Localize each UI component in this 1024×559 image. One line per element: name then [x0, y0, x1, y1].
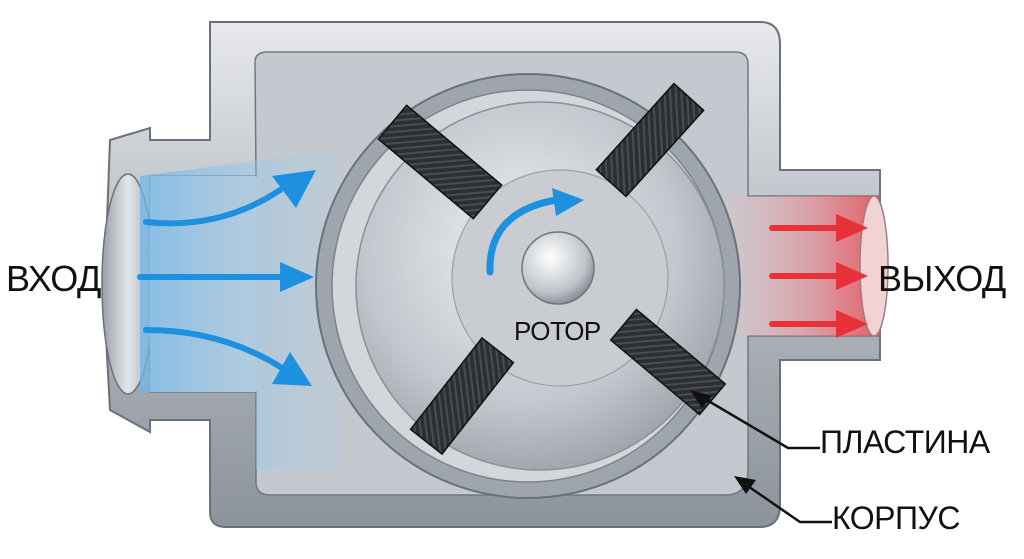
rotation-arrow-icon [486, 196, 560, 276]
vane-label: ПЛАСТИНА [820, 424, 990, 460]
vane-bottom-right [609, 308, 727, 416]
inlet-label: ВХОД [6, 258, 101, 299]
inlet-arrow-top-icon [143, 187, 283, 227]
outlet-flow-arrows [769, 214, 868, 338]
housing-leader-line [741, 480, 832, 524]
inlet-arrowhead-top-icon [272, 170, 316, 208]
inlet-arrowhead-bottom-icon [272, 352, 312, 386]
vanes [377, 82, 727, 456]
rotor-hub [521, 231, 595, 305]
rotor-label: РОТОР [514, 316, 601, 346]
vane-bottom-left [409, 336, 515, 456]
vane-top-right [595, 82, 705, 198]
outlet-arrowhead-bottom-icon [836, 310, 868, 338]
vane-top-left [377, 104, 503, 220]
vane-pointer-icon [690, 390, 712, 408]
rotation-arrowhead-icon [552, 188, 584, 216]
leader-lines [690, 390, 832, 524]
vane-leader-line [699, 394, 820, 450]
outlet-arrowhead-middle-icon [836, 262, 868, 290]
inlet-arrow-bottom-icon [143, 327, 285, 371]
outlet-label: ВЫХОД [878, 258, 1006, 299]
outlet-arrowhead-top-icon [836, 214, 868, 242]
inlet-flow-arrows [137, 170, 316, 386]
inlet-arrowhead-middle-icon [280, 262, 314, 292]
housing-pointer-icon [734, 476, 756, 494]
housing-label: КОРПУС [832, 500, 960, 536]
